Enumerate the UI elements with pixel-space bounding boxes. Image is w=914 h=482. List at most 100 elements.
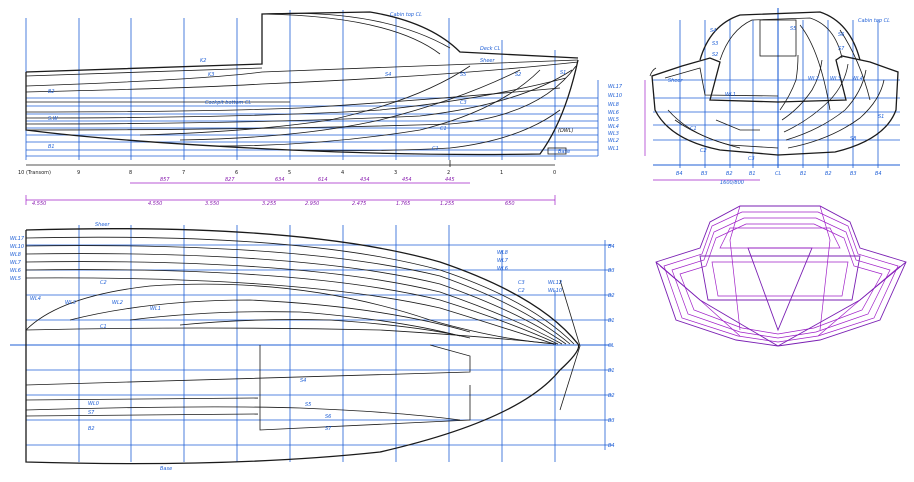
station-label: 9 <box>77 170 80 176</box>
lower-label: S7 <box>88 410 95 416</box>
station-label: C3 <box>748 156 755 162</box>
halfbreadth-grid <box>10 225 612 462</box>
cabin-top-label: Cabin top CL <box>858 18 890 24</box>
axis-label: B1 <box>749 171 756 177</box>
waterline-label: WL10 <box>608 93 622 99</box>
axis-label: B3 <box>701 171 708 177</box>
right-label: C3 <box>518 280 525 286</box>
station-label: WL3 <box>830 76 841 82</box>
waterline-label: WL3 <box>65 300 76 306</box>
halfbreadth-curves <box>25 228 581 465</box>
axis-label: CL <box>775 171 781 177</box>
dim-label: 2.950 <box>305 201 319 207</box>
dwl-label: (DWL) <box>558 128 574 134</box>
base-label: Base <box>558 149 570 155</box>
halfbreadth-axis-labels: B4 B3 B2 B1 CL B1 B2 B3 B4 <box>608 244 615 449</box>
profile-view: 10 (Transom) 9 8 7 6 5 4 3 2 1 0 Cabin t… <box>18 10 646 207</box>
small-label: S1 <box>560 70 566 76</box>
axis-label: B4 <box>608 244 615 250</box>
dim-label: 1.765 <box>396 201 410 207</box>
lower-label: B2 <box>88 426 95 432</box>
station-label: S1 <box>878 114 884 120</box>
station-label: S6 <box>838 32 844 38</box>
profile-dimension-texts: 857 827 634 614 434 454 445 4.550 4.550 … <box>32 177 515 207</box>
profile-hull-outline <box>25 11 579 156</box>
axis-label: B2 <box>825 171 832 177</box>
axis-label: B3 <box>608 418 615 424</box>
station-label: C2 <box>700 148 707 154</box>
small-label: C3 <box>460 100 467 106</box>
cockpit-bottom-label: Cockpit bottom CL <box>205 100 251 106</box>
axis-label: B1 <box>608 368 615 374</box>
station-label: S8 <box>850 136 856 142</box>
dim-label: 4.550 <box>32 201 46 207</box>
cabin-top-label: Cabin top CL <box>390 12 422 18</box>
station-label: C1 <box>690 126 697 132</box>
lower-label: S5 <box>305 402 311 408</box>
waterline-label: WL3 <box>608 131 619 137</box>
lower-label: WL0 <box>88 401 99 407</box>
right-label: WL10 <box>548 288 562 294</box>
waterline-label: WL5 <box>10 276 21 282</box>
axis-label: CL <box>608 343 614 349</box>
waterline-label: WL17 <box>10 236 25 242</box>
halfbreadth-annotations: Sheer Base WL17 WL10 WL8 WL7 WL6 WL5 WL4… <box>10 222 562 472</box>
waterline-label: WL17 <box>608 84 623 90</box>
halfbreadth-view: Sheer Base WL17 WL10 WL8 WL7 WL6 WL5 WL4… <box>10 222 615 472</box>
waterline-label: WL2 <box>608 138 619 144</box>
waterline-label: WL5 <box>608 117 619 123</box>
dim-label: 827 <box>225 177 235 183</box>
axis-label: B2 <box>608 293 615 299</box>
waterline-label: WL2 <box>112 300 123 306</box>
dim-label: 634 <box>275 177 285 183</box>
profile-annotations: Cabin top CL Deck CL Sheer Cockpit botto… <box>48 12 574 155</box>
station-label: S7 <box>838 46 845 52</box>
small-label: C1 <box>440 126 447 132</box>
axis-label: B1 <box>608 318 615 324</box>
sheer-label: Sheer <box>480 58 495 64</box>
lower-label: S7 <box>325 426 332 432</box>
body-plan-axis-labels: B4 B3 B2 B1 CL B1 B2 B3 B4 <box>676 171 882 177</box>
dim-label: 650 <box>505 201 515 207</box>
station-label: WL2 <box>808 76 819 82</box>
station-label: WL4 <box>852 76 863 82</box>
right-label: WL6 <box>497 266 508 272</box>
body-plan-sections <box>649 11 899 156</box>
body-plan-view: Cabin top CL Sheer 1600/800 S4 S3 S2 S5 … <box>649 8 900 186</box>
dim-label: 1600/800 <box>720 180 744 186</box>
station-label: 0 <box>553 170 556 176</box>
dim-label: 434 <box>360 177 370 183</box>
station-label: 3 <box>394 170 397 176</box>
station-label: 1 <box>500 170 503 176</box>
axis-label: B4 <box>676 171 683 177</box>
axis-label: B3 <box>850 171 857 177</box>
dim-label: 3.550 <box>205 201 219 207</box>
right-label: WL12 <box>548 280 562 286</box>
dim-label: 2.475 <box>352 201 366 207</box>
axis-label: B4 <box>875 171 882 177</box>
axis-label: B2 <box>726 171 733 177</box>
station-label: S3 <box>712 41 718 47</box>
right-label: C2 <box>518 288 525 294</box>
sheer-label: Sheer <box>668 78 683 84</box>
station-label: S2 <box>712 52 718 58</box>
dim-label: 614 <box>318 177 328 183</box>
axis-label: B2 <box>608 393 615 399</box>
dim-label: 857 <box>160 177 170 183</box>
dim-label: 445 <box>445 177 455 183</box>
axis-label: B1 <box>800 171 807 177</box>
small-label: C1 <box>432 146 439 152</box>
lower-label: S4 <box>300 378 306 384</box>
dim-label: 3.255 <box>262 201 276 207</box>
waterline-label: WL7 <box>10 260 22 266</box>
waterline-label: C1 <box>100 324 107 330</box>
sheer-label: Sheer <box>95 222 110 228</box>
axis-label: B3 <box>608 268 615 274</box>
base-label: Base <box>160 466 172 472</box>
right-label: WL8 <box>497 250 508 256</box>
station-label: 6 <box>235 170 238 176</box>
waterline-label: WL4 <box>30 296 41 302</box>
waterline-label: WL1 <box>608 146 619 152</box>
dim-label: 454 <box>402 177 412 183</box>
